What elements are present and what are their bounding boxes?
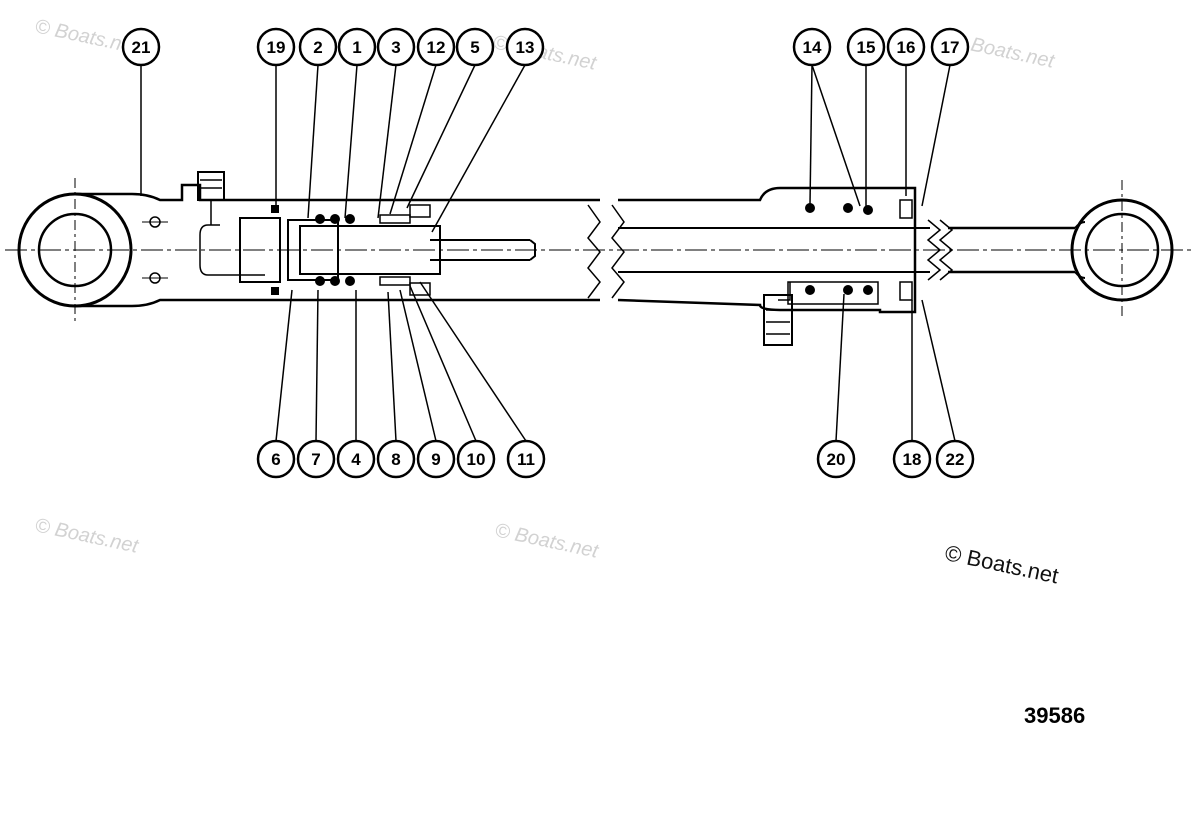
callout-4: 4 xyxy=(336,439,376,479)
svg-text:4: 4 xyxy=(351,450,361,469)
callout-7: 7 xyxy=(296,439,336,479)
callout-10: 10 xyxy=(456,439,496,479)
callout-21: 21 xyxy=(121,27,161,67)
callout-8: 8 xyxy=(376,439,416,479)
callout-20: 20 xyxy=(816,439,856,479)
callouts-top-right: 14 15 16 17 xyxy=(792,27,970,67)
svg-text:21: 21 xyxy=(132,38,151,57)
callout-22: 22 xyxy=(935,439,975,479)
left-grease-fitting xyxy=(197,171,265,276)
svg-text:19: 19 xyxy=(267,38,286,57)
figure-number: 39586 xyxy=(1024,703,1086,728)
callout-12: 12 xyxy=(416,27,456,67)
callouts-bottom-left: 6 7 4 8 9 10 11 xyxy=(256,439,546,479)
svg-text:22: 22 xyxy=(946,450,965,469)
callout-16: 16 xyxy=(886,27,926,67)
right-rod-eye xyxy=(948,180,1174,320)
svg-text:7: 7 xyxy=(311,450,320,469)
svg-text:11: 11 xyxy=(517,450,535,469)
callout-11: 11 xyxy=(506,439,546,479)
svg-text:12: 12 xyxy=(427,38,446,57)
callout-2: 2 xyxy=(298,27,338,67)
callouts-bottom-right: 20 18 22 xyxy=(816,439,975,479)
svg-text:15: 15 xyxy=(857,38,876,57)
left-break-mark xyxy=(587,204,625,299)
svg-text:16: 16 xyxy=(897,38,916,57)
svg-text:5: 5 xyxy=(470,38,479,57)
callout-6: 6 xyxy=(256,439,296,479)
right-break-mark xyxy=(926,219,954,281)
svg-text:17: 17 xyxy=(941,38,960,57)
leader-lines xyxy=(140,64,956,442)
callout-3: 3 xyxy=(376,27,416,67)
svg-text:3: 3 xyxy=(391,38,400,57)
svg-text:8: 8 xyxy=(391,450,400,469)
svg-text:9: 9 xyxy=(431,450,440,469)
callout-14: 14 xyxy=(792,27,832,67)
svg-text:14: 14 xyxy=(803,38,822,57)
svg-text:2: 2 xyxy=(313,38,322,57)
svg-text:18: 18 xyxy=(903,450,922,469)
svg-text:6: 6 xyxy=(271,450,280,469)
callout-19: 19 xyxy=(256,27,296,67)
callout-17: 17 xyxy=(930,27,970,67)
svg-text:1: 1 xyxy=(352,38,361,57)
callout-15: 15 xyxy=(846,27,886,67)
callouts-top-left: 21 19 2 1 3 12 5 13 xyxy=(121,27,545,67)
right-grease-fitting xyxy=(763,282,793,346)
svg-text:20: 20 xyxy=(827,450,846,469)
callout-13: 13 xyxy=(505,27,545,67)
right-cylinder-body xyxy=(617,186,930,314)
svg-text:10: 10 xyxy=(467,450,486,469)
callout-9: 9 xyxy=(416,439,456,479)
svg-text:13: 13 xyxy=(516,38,535,57)
callout-1: 1 xyxy=(337,27,377,67)
left-piston-assembly xyxy=(239,204,536,296)
callout-5: 5 xyxy=(455,27,495,67)
callout-18: 18 xyxy=(892,439,932,479)
